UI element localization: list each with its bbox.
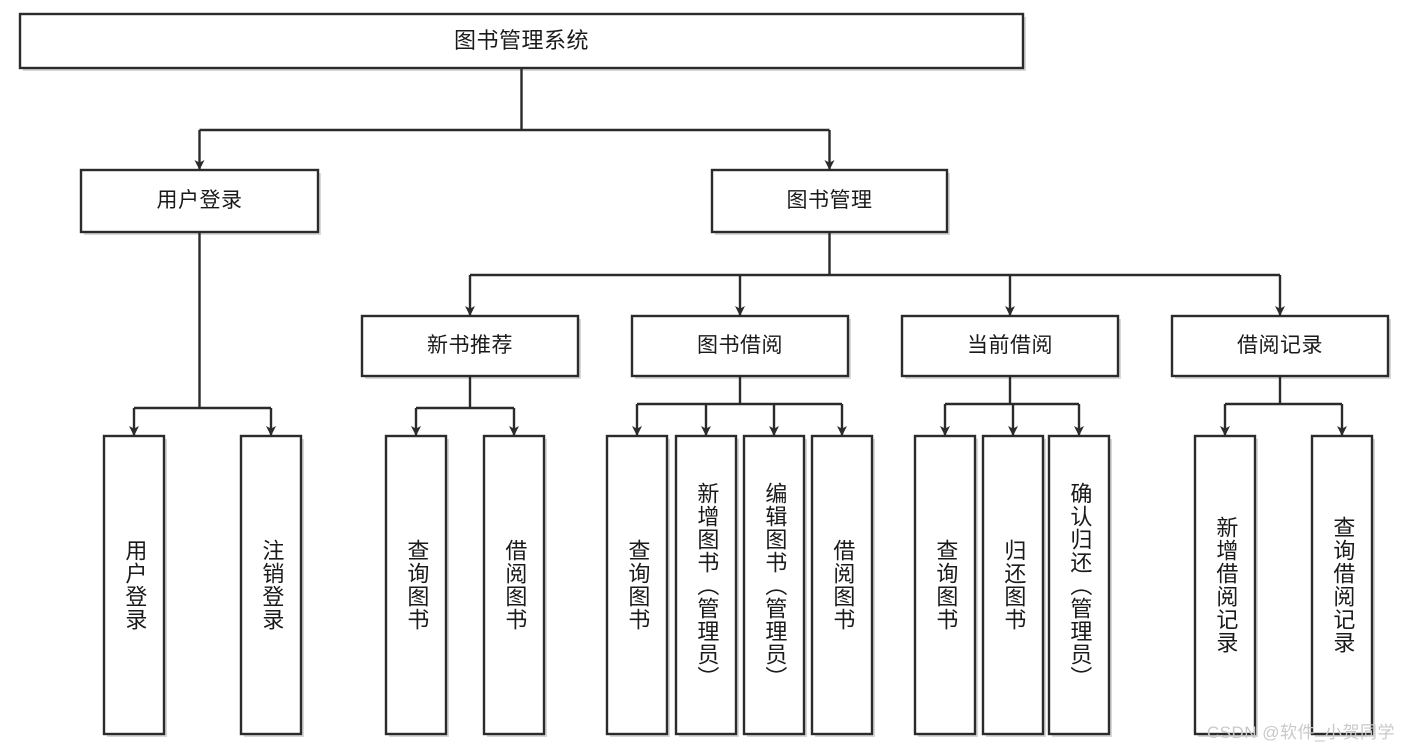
csdn-watermark: CSDN @软件_小贺同学 — [1206, 723, 1395, 742]
node-box-leaf-query-book-rec — [384, 434, 448, 736]
node-box-leaf-add-book — [674, 434, 738, 736]
node-box-leaf-confirm-return — [1047, 434, 1111, 736]
node-box-leaf-user-login — [102, 434, 166, 736]
node-box-leaf-query-book-cur — [913, 434, 977, 736]
node-box-book-manage — [710, 168, 949, 234]
node-box-current-borrow — [900, 314, 1120, 378]
node-box-leaf-edit-book — [742, 434, 806, 736]
node-box-borrow-record — [1170, 314, 1390, 378]
node-box-leaf-query-book-borrow — [605, 434, 669, 736]
node-box-leaf-borrow-book-rec — [482, 434, 546, 736]
node-box-root — [18, 12, 1025, 70]
node-box-leaf-return-book — [981, 434, 1045, 736]
node-box-new-book-rec — [360, 314, 580, 378]
connector-layer — [129, 68, 1347, 436]
node-box-user-login — [79, 168, 320, 234]
node-box-book-borrow — [630, 314, 850, 378]
node-box-leaf-borrow-book — [810, 434, 874, 736]
box-layer — [18, 12, 1390, 736]
node-box-leaf-add-record — [1193, 434, 1257, 736]
node-box-leaf-query-record — [1310, 434, 1374, 736]
node-box-leaf-user-logout — [239, 434, 303, 736]
